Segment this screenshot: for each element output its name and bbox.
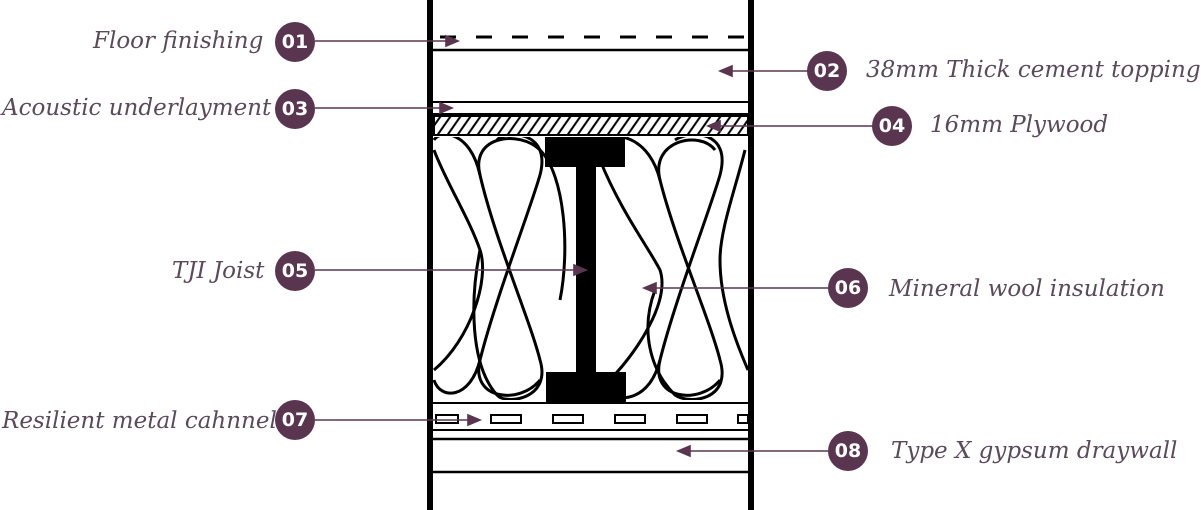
leader-lines <box>315 34 872 458</box>
callout-badge-04: 04 <box>872 106 912 146</box>
callout-badge-06: 06 <box>828 268 868 308</box>
callout-badge-05: 05 <box>275 251 315 291</box>
callout-label-01: Floor finishing <box>93 28 264 54</box>
mineral-wool-insulation <box>433 137 749 400</box>
resilient-channel-slots <box>435 414 749 424</box>
assembly-section-drawing <box>315 0 872 510</box>
callout-label-07: Resilient metal cahnnel <box>2 408 277 434</box>
callout-label-08: Type X gypsum draywall <box>891 438 1178 464</box>
callout-label-06: Mineral wool insulation <box>889 276 1165 302</box>
callout-badge-08: 08 <box>828 431 868 471</box>
joist-top-flange <box>545 137 625 167</box>
callout-label-03: Acoustic underlayment <box>2 95 272 121</box>
callout-badge-01: 01 <box>275 22 315 62</box>
callout-badge-03: 03 <box>275 89 315 129</box>
joist-bottom-flange <box>546 372 626 402</box>
callout-badge-02: 02 <box>807 51 847 91</box>
callout-label-02: 38mm Thick cement topping <box>866 57 1201 83</box>
plywood-layer <box>433 115 749 136</box>
callout-badge-07: 07 <box>275 400 315 440</box>
callout-label-04: 16mm Plywood <box>930 112 1109 138</box>
callout-label-05: TJI Joist <box>172 258 265 284</box>
